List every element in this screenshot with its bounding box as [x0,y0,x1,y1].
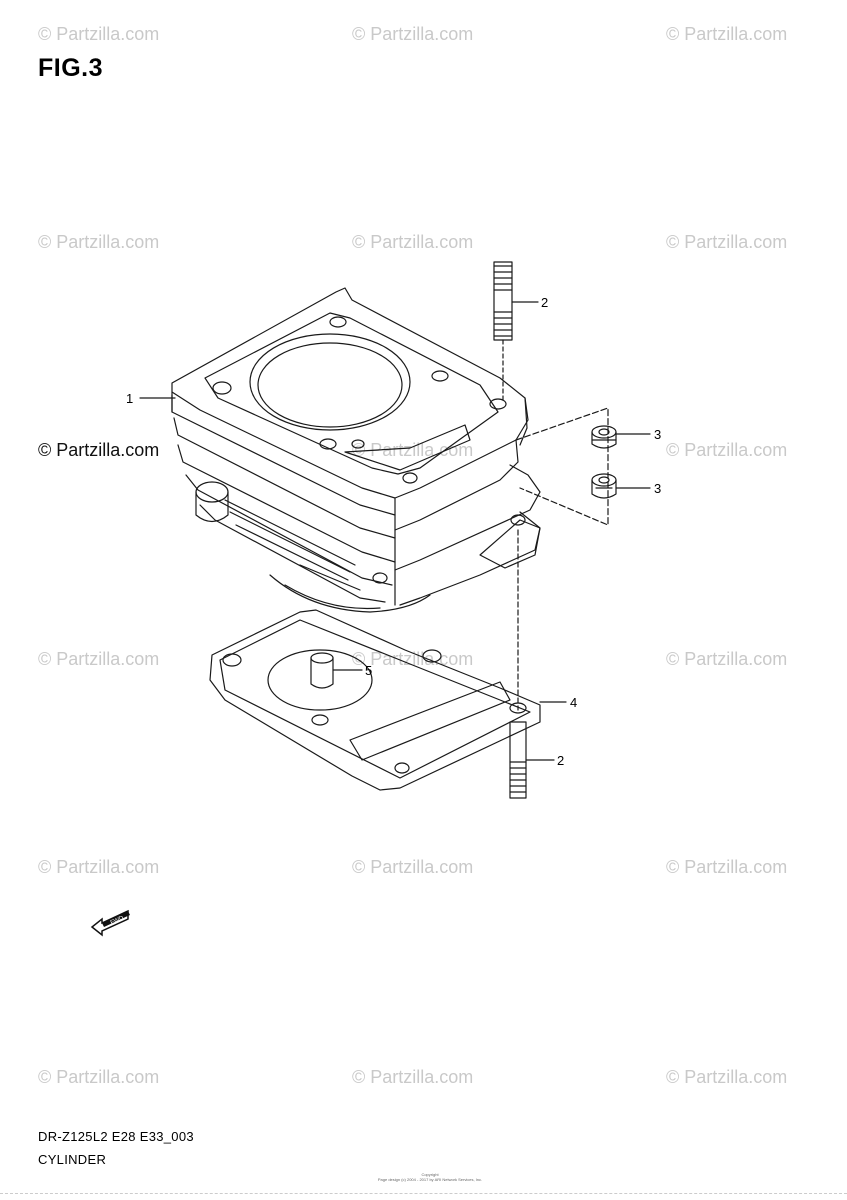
watermark: © Partzilla.com [352,24,474,44]
figure-name: CYLINDER [38,1152,107,1167]
watermark: © Partzilla.com [666,1067,788,1087]
watermark: © Partzilla.com [352,232,474,252]
callout-1: 1 [126,391,134,406]
watermark: © Partzilla.com [38,649,160,669]
callout-5: 5 [365,663,373,678]
watermark: © Partzilla.com [38,24,160,44]
callout-2-top: 2 [541,295,549,310]
copyright-line-1: Copyright [421,1172,439,1177]
watermark-dark: © Partzilla.com [38,440,160,460]
dowel-pin [310,652,334,689]
callout-3-top: 3 [654,427,662,442]
page-bottom-divider [0,1193,847,1194]
watermark: © Partzilla.com [666,857,788,877]
watermark: © Partzilla.com [666,649,788,669]
watermark: © Partzilla.com [352,857,474,877]
watermark: © Partzilla.com [38,1067,160,1087]
fwd-label: FWD [110,915,126,926]
watermark: © Partzilla.com [352,440,474,460]
watermark: © Partzilla.com [666,24,788,44]
callout-2-bottom: 2 [557,753,565,768]
figure-code: DR-Z125L2 E28 E33_003 [38,1129,194,1144]
cylinder-base-gasket [209,609,541,791]
watermark: © Partzilla.com [666,440,788,460]
watermark: © Partzilla.com [666,232,788,252]
watermark: © Partzilla.com [38,232,160,252]
copyright-notice: Copyright Page design (c) 2004 - 2017 by… [360,1172,500,1182]
callout-3-bottom: 3 [654,481,662,496]
cylinder-bore [249,333,411,431]
watermark: © Partzilla.com [352,649,474,669]
callout-4: 4 [570,695,578,710]
nut-bottom [591,473,617,499]
watermark: © Partzilla.com [352,1067,474,1087]
stud-bolt-bottom [509,721,527,799]
forward-arrow-icon: FWD [90,909,130,937]
nut-top [591,425,617,449]
watermark: © Partzilla.com [38,857,160,877]
figure-title: FIG.3 [38,54,104,82]
stud-bolt-top [493,261,513,401]
cylinder-block-part [171,287,541,613]
copyright-line-2: Page design (c) 2004 - 2017 by ARI Netwo… [377,1177,483,1183]
